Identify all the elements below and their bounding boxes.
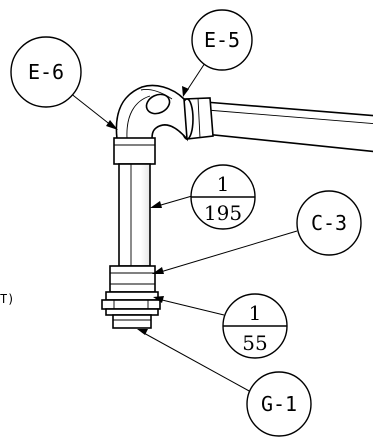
horizontal-pipe bbox=[204, 101, 373, 153]
dim2-numerator: 1 bbox=[249, 301, 262, 325]
callout-e6: E-6 bbox=[10, 36, 82, 108]
edge-text-fragment: T) bbox=[0, 292, 14, 306]
dim1-numerator: 1 bbox=[217, 172, 230, 196]
callout-c3: C-3 bbox=[296, 190, 362, 256]
leader-lines bbox=[59, 62, 298, 393]
dimension-bubble-55: 1 55 bbox=[222, 293, 288, 359]
vertical-pipe bbox=[118, 163, 151, 267]
callout-e5-label: E-5 bbox=[204, 28, 240, 52]
callout-g1: G-1 bbox=[246, 371, 312, 437]
callout-g1-label: G-1 bbox=[261, 392, 297, 416]
dimension-bubble-195: 1 195 bbox=[190, 164, 256, 230]
lower-coupling bbox=[109, 265, 156, 293]
callout-c3-label: C-3 bbox=[311, 211, 347, 235]
hex-adapter bbox=[101, 291, 161, 329]
callout-e5: E-5 bbox=[191, 9, 253, 71]
upper-collar bbox=[113, 137, 156, 165]
dim2-denominator: 55 bbox=[242, 331, 267, 355]
elbow-fitting bbox=[115, 84, 188, 142]
dim1-denominator: 195 bbox=[204, 201, 242, 225]
callout-e6-label: E-6 bbox=[28, 60, 64, 84]
